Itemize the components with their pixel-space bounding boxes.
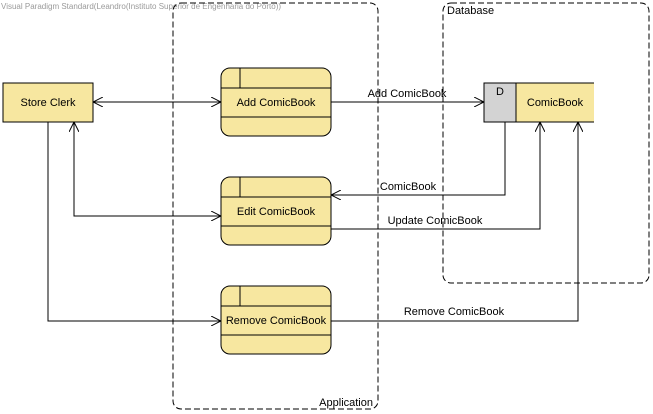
process-add-comicbook[interactable]: Add ComicBook [220, 67, 332, 137]
flow-edit-to-datastore[interactable]: Update ComicBook [331, 122, 540, 230]
process-edit-comicbook[interactable]: Edit ComicBook [220, 176, 332, 246]
flow-remove-label: Remove ComicBook [404, 306, 505, 318]
flow-remove-to-datastore[interactable]: Remove ComicBook [331, 122, 578, 322]
process-remove-label: Remove ComicBook [226, 315, 327, 327]
database-boundary[interactable]: Database [442, 2, 650, 284]
datastore-id: D [496, 86, 504, 98]
watermark-text: Visual Paradigm Standard(Leandro(Institu… [1, 2, 282, 11]
flow-update-label: Update ComicBook [388, 215, 483, 227]
flow-add-label: Add ComicBook [368, 88, 447, 100]
store-clerk-entity[interactable]: Store Clerk [2, 82, 94, 123]
database-boundary-label: Database [447, 5, 494, 17]
flow-datastore-to-edit[interactable]: ComicBook [331, 122, 506, 195]
application-boundary-label: Application [319, 397, 373, 409]
process-edit-label: Edit ComicBook [237, 206, 316, 218]
process-add-label: Add ComicBook [237, 97, 316, 109]
flow-comicbook-label: ComicBook [380, 181, 437, 193]
store-clerk-label: Store Clerk [20, 97, 76, 109]
flow-add-to-datastore[interactable]: Add ComicBook [331, 88, 484, 102]
datastore-comicbook[interactable]: D ComicBook [483, 82, 594, 123]
flow-clerk-to-remove[interactable] [47, 122, 221, 321]
process-remove-comicbook[interactable]: Remove ComicBook [220, 285, 332, 355]
flow-edit-to-clerk[interactable] [74, 122, 221, 216]
datastore-label: ComicBook [527, 97, 584, 109]
